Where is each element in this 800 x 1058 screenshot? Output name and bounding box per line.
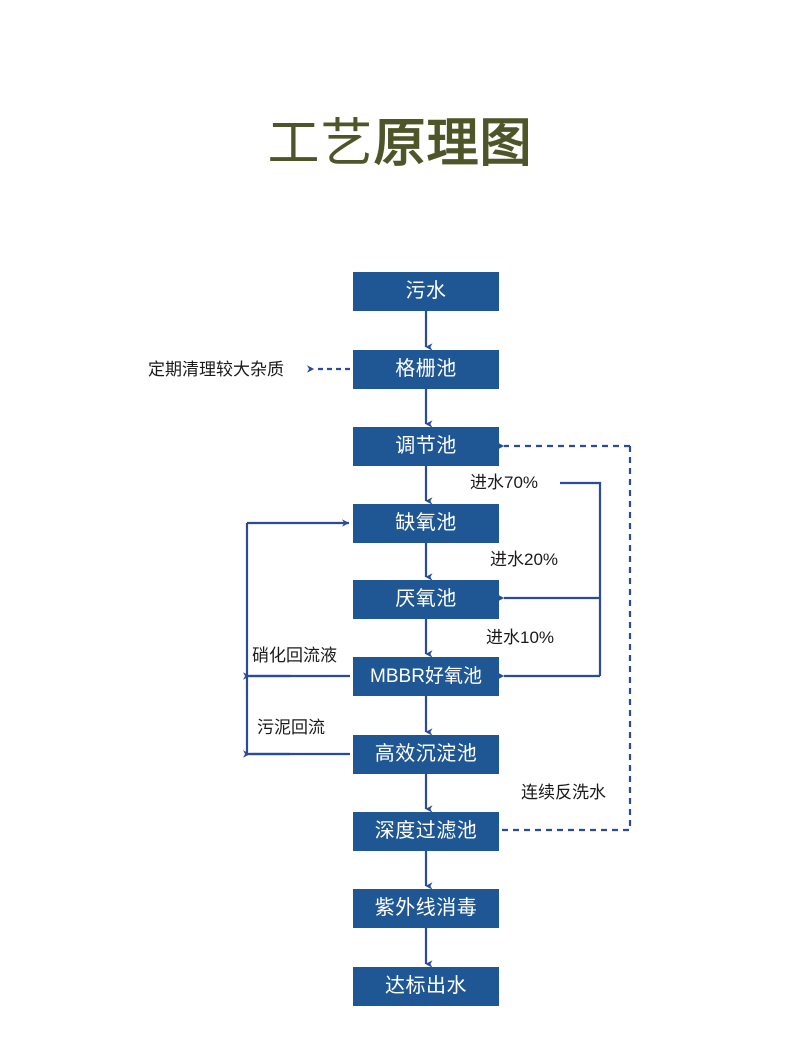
page-title: 工艺原理图: [0, 118, 800, 170]
process-node-uv-disinfection[interactable]: 紫外线消毒: [353, 889, 499, 928]
process-node-mbbr-aerobic-tank[interactable]: MBBR好氧池: [353, 657, 499, 696]
page-title-bold: 原理图: [373, 115, 533, 173]
process-node-compliant-effluent[interactable]: 达标出水: [353, 967, 499, 1006]
annotation-sludge-return: 污泥回流: [257, 718, 325, 737]
process-node-sewage[interactable]: 污水: [353, 272, 499, 311]
process-node-anaerobic-tank[interactable]: 厌氧池: [353, 580, 499, 619]
annotation-influent-10: 进水10%: [486, 628, 555, 647]
edge-sludge-return: [245, 676, 350, 756]
annotation-nitrification-reflux: 硝化回流液: [252, 646, 337, 665]
annotation-influent-70: 进水70%: [470, 473, 539, 492]
annotation-influent-20: 进水20%: [490, 550, 559, 569]
annotation-continuous-backwash: 连续反洗水: [521, 783, 606, 802]
process-node-grit-chamber[interactable]: 格栅池: [353, 350, 499, 389]
page-title-light: 工艺: [267, 115, 374, 173]
process-node-anoxic-tank[interactable]: 缺氧池: [353, 504, 499, 543]
annotation-periodic-cleanout: 定期清理较大杂质: [148, 360, 284, 379]
process-node-deep-filtration-tank[interactable]: 深度过滤池: [353, 812, 499, 851]
process-node-high-efficiency-sedimentation-tank[interactable]: 高效沉淀池: [353, 735, 499, 774]
edge-influent-70-riser: [560, 481, 602, 598]
process-node-equalization-tank[interactable]: 调节池: [353, 427, 499, 466]
